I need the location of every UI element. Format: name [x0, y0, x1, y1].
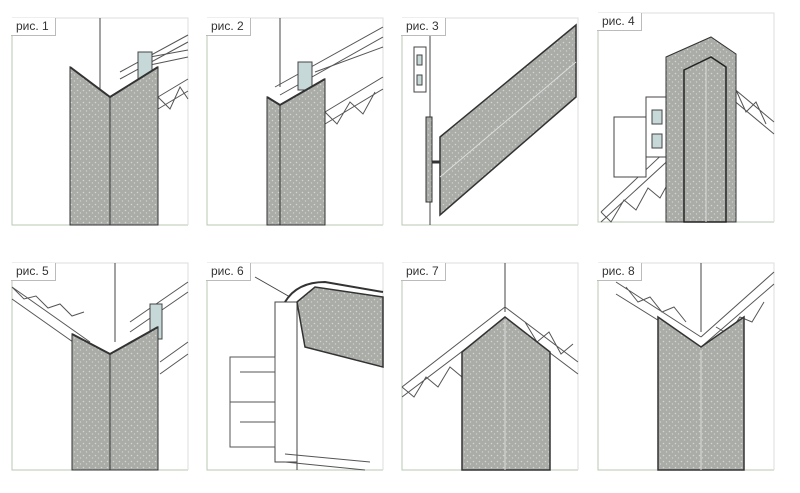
- figure-label: рис. 7: [401, 263, 446, 281]
- figure-6-drawing: [206, 262, 384, 471]
- figure-1-drawing: [11, 17, 189, 226]
- figure-label: рис. 8: [597, 263, 642, 281]
- figure-8-drawing: [597, 262, 775, 471]
- figure-7-drawing: [401, 262, 579, 471]
- figure-label: рис. 6: [206, 263, 251, 281]
- figure-7: рис. 7: [400, 262, 580, 472]
- figure-3-drawing: [401, 17, 579, 226]
- figure-5-drawing: [11, 262, 189, 471]
- figure-2-drawing: [206, 17, 384, 226]
- figure-label: рис. 4: [597, 13, 642, 31]
- figure-label: рис. 3: [401, 18, 446, 36]
- figure-1: рис. 1: [10, 17, 190, 227]
- figure-label: рис. 2: [206, 18, 251, 36]
- figure-8: рис. 8: [596, 262, 776, 472]
- figure-4: рис. 4: [596, 12, 776, 223]
- figure-label: рис. 5: [11, 263, 56, 281]
- figure-label: рис. 1: [11, 18, 56, 36]
- figure-2: рис. 2: [205, 17, 385, 227]
- figure-3: рис. 3: [400, 17, 580, 227]
- figure-4-drawing: [597, 12, 775, 223]
- figure-6: рис. 6: [205, 262, 385, 472]
- figure-5: рис. 5: [10, 262, 190, 472]
